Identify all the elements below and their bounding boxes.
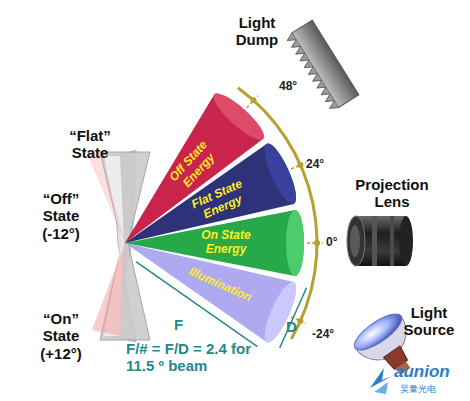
illumination-cone	[125, 243, 302, 346]
dimension-line	[136, 262, 306, 348]
state-name: “Off” State (-12°)	[26, 190, 96, 242]
watermark: aunion	[394, 362, 450, 382]
logo-icon	[370, 368, 392, 394]
dimension-label: F	[174, 316, 183, 333]
state-name: “Flat” State	[58, 127, 122, 162]
angle-value: 0°	[326, 236, 337, 250]
cone-label: On State Energy	[193, 229, 259, 257]
angle-value: -24°	[312, 328, 334, 342]
light-dump	[285, 20, 359, 112]
dimension-label: D	[286, 318, 297, 335]
part-name: Projection Lens	[342, 176, 442, 211]
angle-value: 24°	[306, 158, 324, 172]
state-name: “On” State (+12°)	[26, 310, 96, 362]
angle-value: 48°	[279, 80, 297, 94]
part-name: Light Source	[396, 304, 462, 339]
part-name: Light Dump	[226, 14, 288, 49]
watermark: 昊量光电	[400, 384, 436, 394]
f-number-note: F/# = F/D = 2.4 for 11.5 º beam	[126, 340, 254, 375]
projection-lens	[347, 216, 413, 266]
